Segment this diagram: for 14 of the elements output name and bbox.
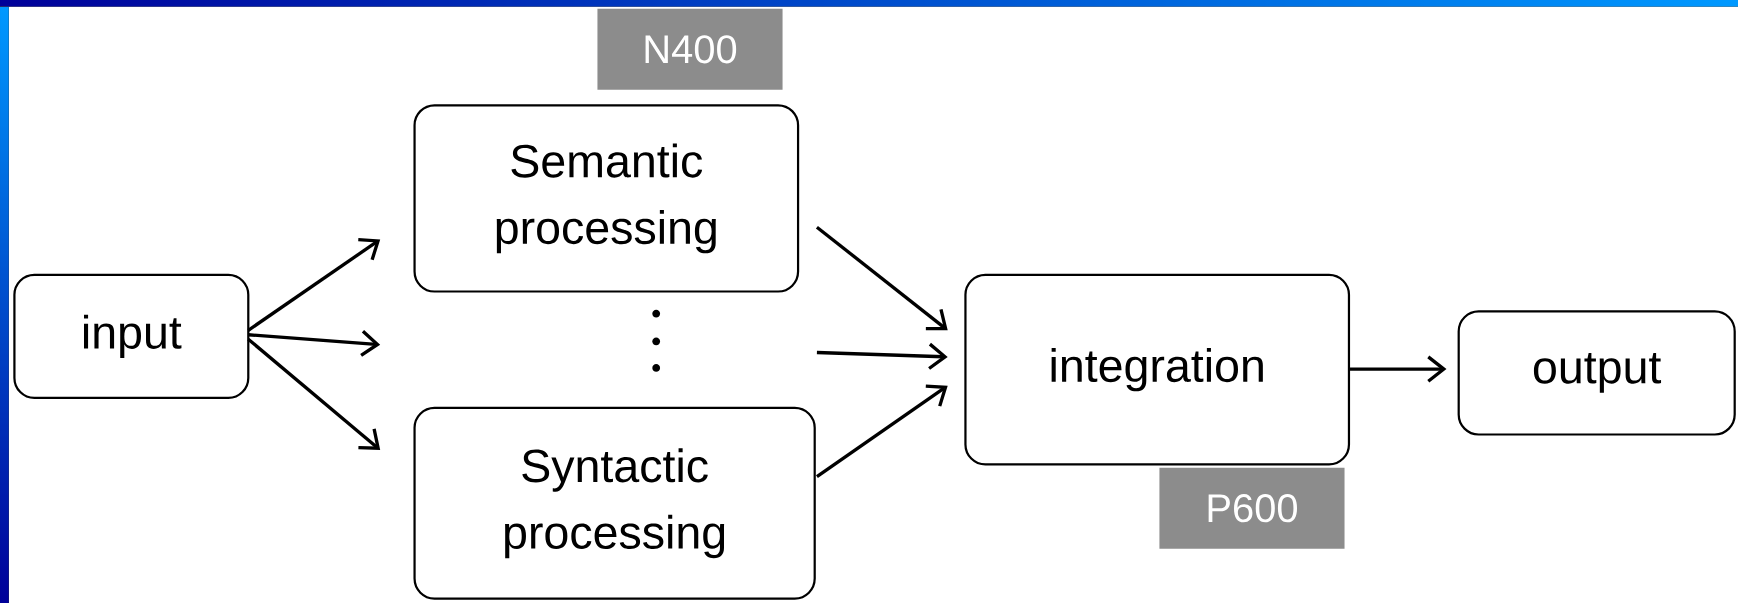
- process-box: Syntactic processing: [413, 406, 816, 600]
- arrow: [816, 342, 948, 370]
- arrow: [247, 238, 381, 332]
- process-box: input: [13, 273, 250, 400]
- process-box: integration: [964, 273, 1351, 466]
- arrow: [815, 384, 948, 478]
- arrow: [247, 337, 381, 451]
- arrow: [1348, 355, 1447, 383]
- process-box: output: [1457, 310, 1736, 436]
- process-box: Semantic processing: [413, 104, 800, 293]
- arrow: [815, 225, 948, 331]
- label-tag: N400: [597, 8, 783, 90]
- label-tag: P600: [1159, 467, 1345, 549]
- arrow: [248, 329, 381, 357]
